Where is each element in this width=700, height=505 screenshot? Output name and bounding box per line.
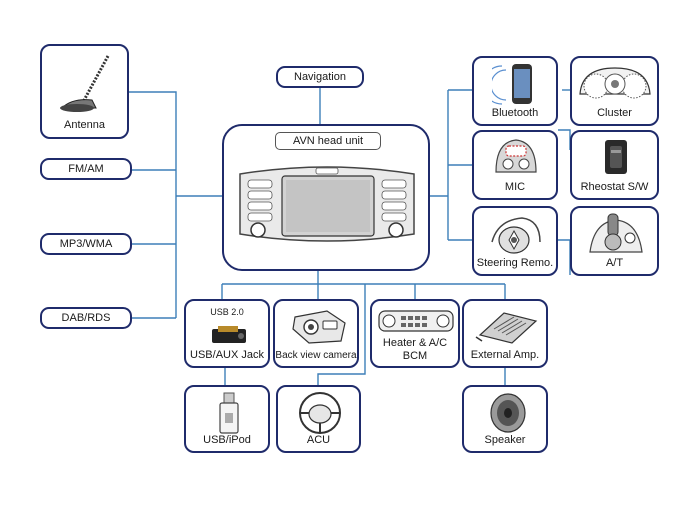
acu-box: ACU [276,385,361,453]
external-amp-label: External Amp. [470,349,540,361]
speaker-box: Speaker [462,385,548,453]
antenna-box: Antenna [40,44,129,139]
cluster-label: Cluster [597,107,632,119]
navigation-box: Navigation [276,66,364,88]
heater-ac-bcm-box: Heater & A/C BCM [370,299,460,368]
rheostat-box: Rheostat S/W [570,130,659,200]
avn-head-unit-title: AVN head unit [275,132,381,150]
left-bus-line [128,91,177,318]
at-label: A/T [605,257,624,269]
automatic-transmission-icon [589,213,643,253]
usb-aux-jack-label: USB/AUX Jack [190,349,264,361]
steering-remote-box: Steering Remo. [472,206,558,276]
bluetooth-box: Bluetooth [472,56,558,126]
antenna-label: Antenna [64,119,105,131]
usb-aux-jack-box: USB 2.0 USB/AUX Jack [184,299,270,368]
smartphone-icon [492,64,532,105]
rheostat-switch-icon [605,140,627,174]
usb-version-label: USB 2.0 [210,307,244,317]
speaker-icon [490,393,526,433]
mp3-wma-box: MP3/WMA [40,233,132,255]
rheostat-label: Rheostat S/W [580,181,649,193]
amplifier-icon [475,312,538,344]
heater-ac-label-line2: BCM [402,350,428,362]
airbag-steering-wheel-icon [299,392,341,434]
acu-connector [317,284,366,385]
usb-stick-icon [219,392,239,434]
head-unit-device-icon [239,166,415,242]
steering-remote-icon [491,217,541,254]
acu-label: ACU [306,434,331,446]
dab-rds-box: DAB/RDS [40,307,132,329]
back-view-camera-label: Back view camera [275,350,357,361]
antenna-icon [60,55,110,112]
avn-head-unit-box: AVN head unit [222,124,430,271]
back-view-camera-box: Back view camera [273,299,359,368]
usb-ipod-label: USB/iPod [203,434,251,446]
at-box: A/T [570,206,659,276]
speaker-label: Speaker [484,434,526,446]
at-link [558,239,571,275]
microphone-icon [495,139,537,173]
cluster-box: Cluster [570,56,659,126]
usb-aux-jack-icon [212,326,246,343]
usb-ipod-box: USB/iPod [184,385,270,453]
bluetooth-label: Bluetooth [491,107,539,119]
camera-icon [292,310,346,344]
mic-label: MIC [504,181,526,193]
mic-box: MIC [472,130,558,200]
steering-remote-label: Steering Remo. [476,257,554,269]
fm-am-box: FM/AM [40,158,132,180]
heater-ac-label-line1: Heater & A/C [382,337,448,349]
rheostat-link [558,129,571,150]
instrument-cluster-icon [579,67,651,99]
external-amp-box: External Amp. [462,299,548,368]
heater-ac-panel-icon [378,310,454,332]
